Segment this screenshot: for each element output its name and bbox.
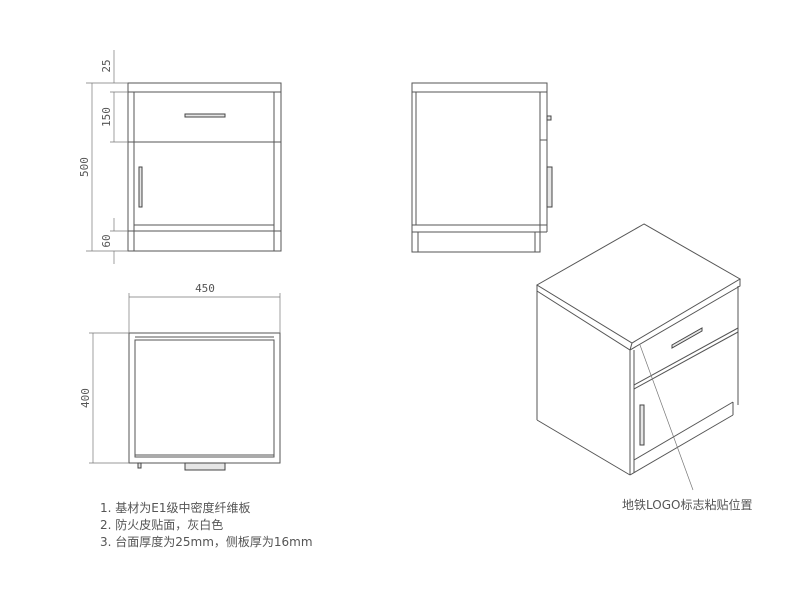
note-item: 1. 基材为E1级中密度纤维板 bbox=[100, 501, 251, 515]
door-handle bbox=[138, 166, 143, 208]
svg-text:60: 60 bbox=[100, 234, 113, 247]
svg-text:25: 25 bbox=[100, 59, 113, 72]
top-view: 450 400 bbox=[79, 282, 281, 471]
svg-text:450: 450 bbox=[195, 282, 215, 295]
note-item: 2. 防火皮贴面，灰白色 bbox=[100, 518, 224, 532]
side-view bbox=[411, 82, 553, 253]
logo-callout-label: 地铁LOGO标志粘贴位置 bbox=[622, 498, 753, 512]
svg-text:400: 400 bbox=[79, 388, 92, 408]
callout-leader bbox=[639, 344, 694, 491]
height-dimensions: 25 150 500 60 bbox=[78, 50, 128, 264]
note-item: 3. 台面厚度为25mm，侧板厚为16mm bbox=[100, 535, 313, 549]
notes: 1. 基材为E1级中密度纤维板 2. 防火皮贴面，灰白色 3. 台面厚度为25m… bbox=[100, 500, 313, 551]
isometric-view bbox=[536, 223, 741, 491]
svg-text:150: 150 bbox=[100, 107, 113, 127]
drawer-handle bbox=[184, 113, 226, 118]
svg-text:500: 500 bbox=[78, 157, 91, 177]
front-view: 25 150 500 60 bbox=[78, 50, 282, 264]
